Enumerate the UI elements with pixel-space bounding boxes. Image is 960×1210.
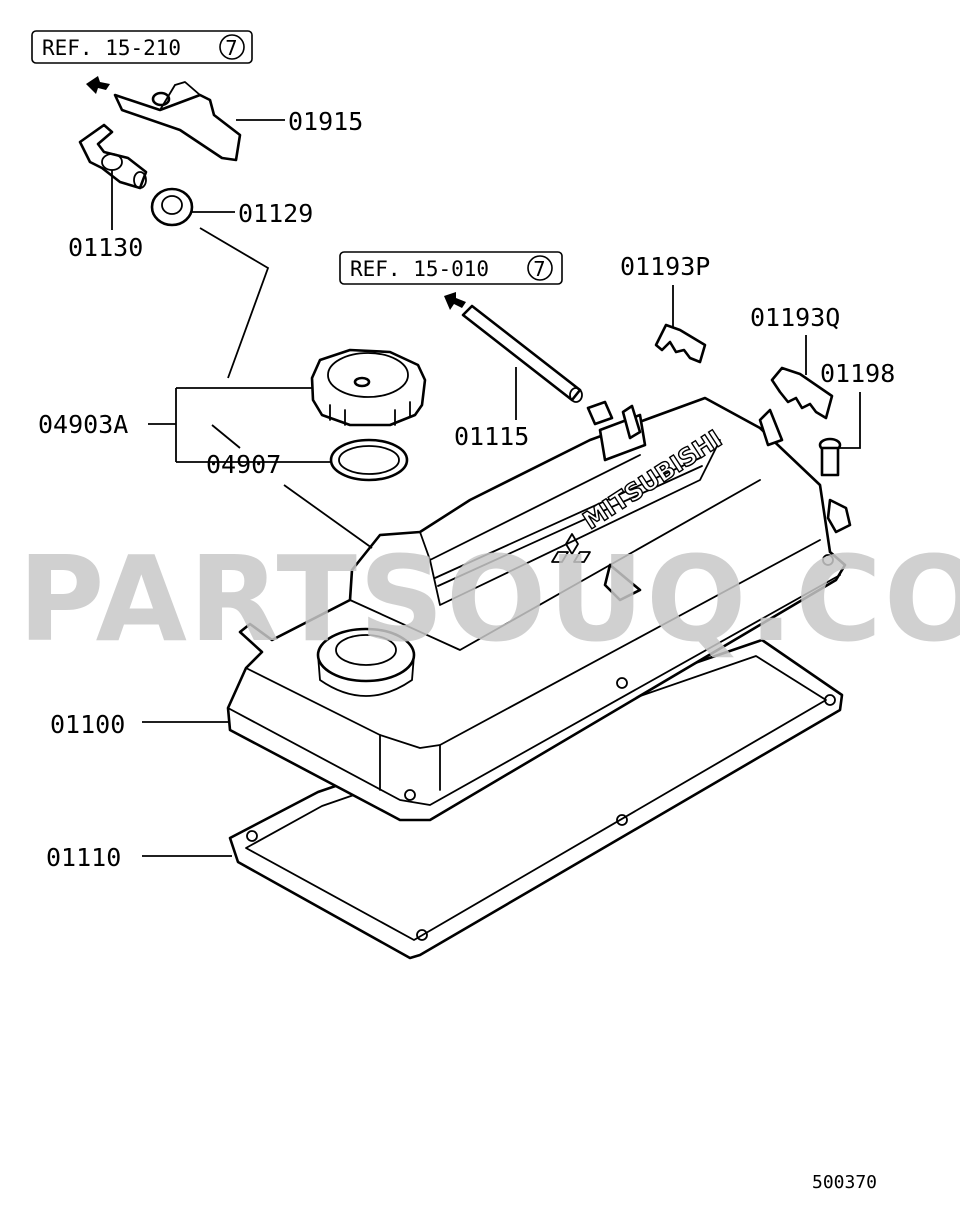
valve-cover-01100: MITSUBISHI <box>226 396 847 822</box>
harness-clamp-01193Q <box>770 366 834 420</box>
part-label-04907: 04907 <box>206 450 281 479</box>
part-label-01129: 01129 <box>238 199 313 228</box>
part-label-01110: 01110 <box>46 843 121 872</box>
diagram-number: 500370 <box>812 1172 877 1193</box>
bolt-01198 <box>818 437 852 534</box>
direction-arrows <box>86 76 466 310</box>
harness-clamp-01193P <box>654 323 707 364</box>
part-label-01100: 01100 <box>50 710 125 739</box>
watermark-text: PARTSOUQ.COM <box>18 530 960 668</box>
ref-circled-number: 7 <box>533 257 546 281</box>
ref-text: REF. 15-210 <box>42 36 181 60</box>
pcv-valve-01130 <box>78 123 148 190</box>
oil-filler-cap-04903A <box>310 348 427 427</box>
part-label-01915: 01915 <box>288 107 363 136</box>
leader-lines <box>111 119 861 857</box>
ref-box-15-010[interactable]: REF. 15-010 7 <box>339 251 563 285</box>
mitsubishi-diamonds-icon <box>551 533 591 563</box>
part-label-01193P: 01193P <box>620 252 710 281</box>
arrow-to-ref-15-010-icon <box>444 292 466 310</box>
ref-box-15-210[interactable]: REF. 15-210 7 <box>31 30 253 64</box>
part-label-01130: 01130 <box>68 233 143 262</box>
arrow-to-ref-15-210-icon <box>86 76 110 94</box>
grommet-01129 <box>150 187 194 227</box>
ref-text: REF. 15-010 <box>350 257 489 281</box>
ref-circled-number: 7 <box>225 36 238 60</box>
part-label-01115: 01115 <box>454 422 529 451</box>
part-label-01198: 01198 <box>820 359 895 388</box>
cap-gasket-04907 <box>329 438 409 482</box>
breather-hose-01115 <box>461 304 583 403</box>
part-label-01193Q: 01193Q <box>750 303 840 332</box>
pcv-hose-01915 <box>113 81 242 162</box>
part-label-04903A: 04903A <box>38 410 128 439</box>
